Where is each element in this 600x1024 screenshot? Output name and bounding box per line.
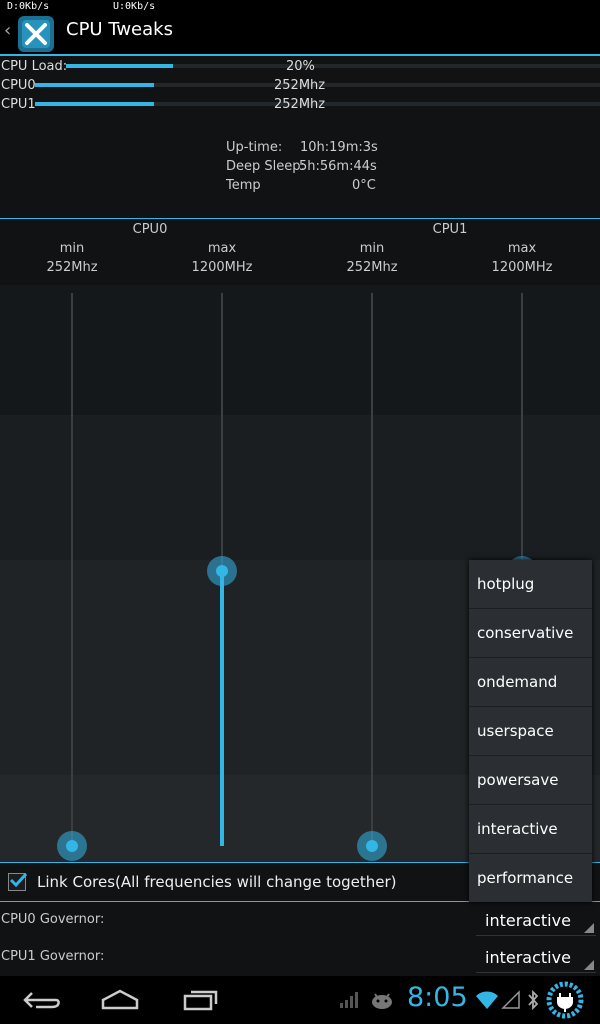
uptime-value: 10h:19m:3s [300, 140, 378, 155]
signal-icon [340, 992, 358, 1008]
cpu0-min-slider-track[interactable] [71, 293, 73, 846]
cpu0-freq-bar [35, 83, 600, 87]
cpu1-min-value: 252Mhz [346, 260, 398, 275]
cpu0-min-slider-thumb[interactable] [57, 831, 87, 861]
slider-band [0, 415, 600, 560]
temp-label: Temp [226, 178, 261, 193]
cpu0-max-label: max [207, 241, 237, 256]
cpu0-freq-row: CPU0 252Mhz [0, 77, 600, 95]
cpu0-max-slider-fill [220, 571, 224, 846]
recent-apps-icon[interactable] [183, 989, 219, 1011]
cpu0-freq-bar-fill [35, 83, 154, 87]
cpu-load-value: 20% [286, 59, 315, 74]
up-caret-icon[interactable]: ‹ [4, 20, 12, 41]
network-speed-bar: D:0Kb/s U:0Kb/s [0, 0, 600, 14]
cpu1-governor-value: interactive [485, 948, 571, 967]
cpu0-header: CPU0 [132, 222, 168, 237]
checkmark-icon [9, 872, 27, 888]
cpu-load-bar-fill [66, 64, 173, 68]
cpu0-governor-spinner[interactable]: interactive [476, 905, 596, 936]
back-icon[interactable] [22, 990, 60, 1010]
cpu0-min-value: 252Mhz [46, 260, 98, 275]
cpu0-freq-value: 252Mhz [274, 78, 326, 93]
menu-item-hotplug[interactable]: hotplug [469, 560, 592, 609]
cpu0-max-value: 1200MHz [191, 260, 253, 275]
upload-speed: U:0Kb/s [113, 1, 156, 12]
cpu0-governor-value: interactive [485, 911, 571, 930]
menu-item-interactive[interactable]: interactive [469, 805, 592, 854]
cpu-tweaks-icon [18, 16, 54, 52]
menu-item-conservative[interactable]: conservative [469, 609, 592, 658]
dropdown-triangle-icon [584, 923, 594, 933]
deep-sleep-value: 5h:56m:44s [299, 159, 377, 174]
status-clock: 8:05 [407, 982, 468, 1013]
bluetooth-icon [528, 989, 539, 1011]
action-bar: ‹ CPU Tweaks [0, 14, 600, 54]
cpu1-freq-bar-fill [35, 102, 154, 106]
dropdown-triangle-icon [584, 960, 594, 970]
cpu1-label: CPU1 [1, 97, 36, 112]
cpu0-governor-label: CPU0 Governor: [1, 912, 105, 927]
battery-charging-icon [546, 981, 584, 1019]
cpu1-max-value: 1200MHz [491, 260, 553, 275]
monitor-divider [0, 218, 600, 219]
wifi-icon [476, 991, 498, 1009]
cpu1-freq-row: CPU1 252Mhz [0, 96, 600, 114]
cpu1-governor-label: CPU1 Governor: [1, 949, 105, 964]
cell-signal-icon [501, 990, 520, 1009]
governor-dropdown-menu: hotplug conservative ondemand userspace … [469, 560, 592, 902]
uptime-label: Up-time: [226, 140, 283, 155]
slider-band [0, 285, 600, 415]
system-bar: 8:05 [0, 976, 600, 1024]
link-cores-label: Link Cores(All frequencies will change t… [37, 873, 397, 891]
cpu-load-label: CPU Load: [1, 59, 68, 74]
cpu1-header: CPU1 [432, 222, 468, 237]
cpu1-max-label: max [507, 241, 537, 256]
cpu-load-row: CPU Load: 20% [0, 58, 600, 76]
menu-item-userspace[interactable]: userspace [469, 707, 592, 756]
cpu0-max-slider-thumb[interactable] [207, 556, 237, 586]
cpu0-min-label: min [59, 241, 85, 256]
menu-item-ondemand[interactable]: ondemand [469, 658, 592, 707]
cpu-load-bar [66, 64, 600, 68]
cpu1-freq-bar [35, 102, 600, 106]
menu-item-powersave[interactable]: powersave [469, 756, 592, 805]
download-speed: D:0Kb/s [7, 1, 50, 12]
cpu1-freq-value: 252Mhz [274, 97, 326, 112]
temp-value: 0°C [352, 178, 376, 193]
android-debug-icon [372, 993, 392, 1009]
deep-sleep-label: Deep Sleep: [226, 159, 305, 174]
link-divider-bottom [0, 901, 600, 902]
link-cores-row[interactable]: Link Cores(All frequencies will change t… [0, 864, 600, 900]
cpu1-min-slider-thumb[interactable] [357, 831, 387, 861]
link-divider-top [0, 862, 600, 863]
home-icon[interactable] [100, 988, 140, 1010]
cpu1-governor-spinner[interactable]: interactive [476, 942, 596, 973]
app-title: CPU Tweaks [66, 19, 173, 40]
cpu1-min-slider-track[interactable] [371, 293, 373, 846]
action-bar-divider [0, 54, 600, 56]
cpu1-min-label: min [359, 241, 385, 256]
menu-item-performance[interactable]: performance [477, 869, 574, 887]
app-home-button[interactable] [14, 14, 58, 54]
link-cores-checkbox[interactable] [8, 872, 27, 891]
cpu0-label: CPU0 [1, 78, 36, 93]
